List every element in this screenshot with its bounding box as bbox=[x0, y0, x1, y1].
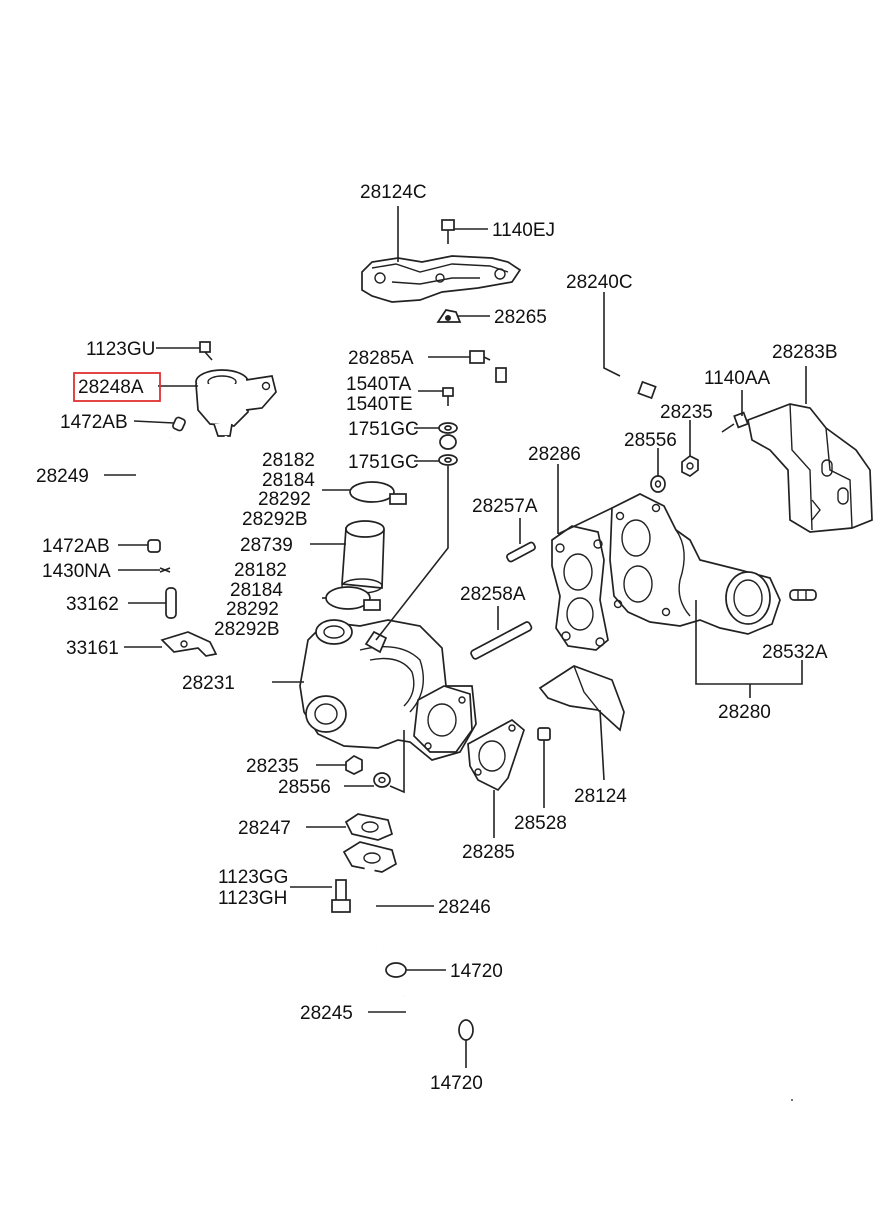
label-28247[interactable]: 28247 bbox=[238, 818, 291, 839]
bolt-1123gg-drawing bbox=[331, 879, 351, 913]
label-1123gg[interactable]: 1123GG bbox=[218, 867, 288, 888]
gasket-28247-drawing bbox=[344, 813, 394, 841]
washer-28556-a-drawing bbox=[650, 475, 666, 493]
clip-28265-drawing bbox=[436, 309, 462, 323]
label-28249[interactable]: 28249 bbox=[36, 466, 89, 487]
label-1123gh[interactable]: 1123GH bbox=[218, 888, 287, 909]
heat-protector-28124-drawing bbox=[538, 665, 625, 732]
actuator-28248a-drawing bbox=[195, 369, 277, 437]
hose-28245-drawing bbox=[397, 991, 460, 1038]
label-28231[interactable]: 28231 bbox=[182, 673, 235, 694]
label-28248a[interactable]: 28248A bbox=[78, 377, 144, 398]
label-28285a[interactable]: 28285A bbox=[348, 348, 414, 369]
gasket-28285-drawing bbox=[467, 718, 525, 792]
label-28532a[interactable]: 28532A bbox=[762, 642, 828, 663]
label-1123gu[interactable]: 1123GU bbox=[86, 339, 155, 360]
leader-lines bbox=[104, 206, 807, 1068]
label-28246[interactable]: 28246 bbox=[438, 897, 491, 918]
washer-28556-b-drawing bbox=[373, 772, 391, 788]
hose-28739-drawing bbox=[341, 520, 385, 594]
label-28235-b[interactable]: 28235 bbox=[246, 756, 299, 777]
label-28182-a[interactable]: 28182 bbox=[262, 450, 315, 471]
bolt-1140ej-drawing bbox=[441, 219, 455, 244]
label-28240c[interactable]: 28240C bbox=[566, 272, 633, 293]
label-1140ej[interactable]: 1140EJ bbox=[492, 220, 555, 241]
label-28739[interactable]: 28739 bbox=[240, 535, 293, 556]
exhaust-manifold-28280-drawing bbox=[609, 493, 781, 635]
label-1751gc-b[interactable]: 1751GC bbox=[348, 452, 419, 473]
stud-28257a-drawing bbox=[506, 541, 536, 563]
oil-pipe-28240c-drawing bbox=[447, 348, 657, 457]
label-28286[interactable]: 28286 bbox=[528, 444, 581, 465]
gasket-28286-drawing bbox=[551, 525, 609, 651]
label-28292b-a[interactable]: 28292B bbox=[242, 509, 308, 530]
heat-shield-28124c-drawing bbox=[361, 255, 522, 303]
label-1472ab-b[interactable]: 1472AB bbox=[42, 536, 110, 557]
label-28556-a[interactable]: 28556 bbox=[624, 430, 677, 451]
clip-1472ab-b-drawing bbox=[147, 539, 161, 553]
stud-28532a-drawing bbox=[789, 589, 817, 601]
label-1472ab-a[interactable]: 1472AB bbox=[60, 412, 128, 433]
part-labels: 28124C 1140EJ 28240C 28265 1123GU 28248A… bbox=[36, 182, 838, 1094]
bolt-28528-drawing bbox=[537, 727, 551, 752]
label-28124c[interactable]: 28124C bbox=[360, 182, 427, 203]
label-1430na[interactable]: 1430NA bbox=[42, 561, 111, 582]
label-28292-b[interactable]: 28292 bbox=[226, 599, 279, 620]
bolt-1123gu-drawing bbox=[199, 341, 213, 361]
stray-dot bbox=[791, 1099, 793, 1101]
bolt-28285a-drawing bbox=[469, 350, 491, 364]
bracket-33161-drawing bbox=[160, 631, 218, 657]
oil-return-pipe-28246-drawing bbox=[342, 841, 398, 948]
label-28556-b[interactable]: 28556 bbox=[278, 777, 331, 798]
bolt-1540ta-drawing bbox=[442, 387, 454, 406]
bracket-28283b-drawing bbox=[747, 403, 873, 533]
label-28257a[interactable]: 28257A bbox=[472, 496, 538, 517]
pin-1430na-drawing bbox=[159, 567, 171, 573]
label-28292b-b[interactable]: 28292B bbox=[214, 619, 280, 640]
banjo-fitting-drawing bbox=[439, 434, 457, 450]
washer-1751gc-b-drawing bbox=[438, 454, 458, 466]
pin-33162-drawing bbox=[165, 587, 177, 619]
label-28184-a[interactable]: 28184 bbox=[262, 470, 315, 491]
label-28184-b[interactable]: 28184 bbox=[230, 580, 283, 601]
label-28182-b[interactable]: 28182 bbox=[234, 560, 287, 581]
label-28235-a[interactable]: 28235 bbox=[660, 402, 713, 423]
clip-1472ab-a-drawing bbox=[172, 416, 186, 432]
label-1540te[interactable]: 1540TE bbox=[346, 394, 413, 415]
actuator-pipe-drawing bbox=[176, 435, 228, 583]
label-33161[interactable]: 33161 bbox=[66, 638, 119, 659]
label-28265[interactable]: 28265 bbox=[494, 307, 547, 328]
label-33162[interactable]: 33162 bbox=[66, 594, 119, 615]
label-1540ta[interactable]: 1540TA bbox=[346, 374, 411, 395]
label-14720-a[interactable]: 14720 bbox=[450, 961, 503, 982]
label-28245[interactable]: 28245 bbox=[300, 1003, 353, 1024]
label-28528[interactable]: 28528 bbox=[514, 813, 567, 834]
label-28258a[interactable]: 28258A bbox=[460, 584, 526, 605]
stud-28258a-drawing bbox=[470, 621, 533, 660]
label-28280[interactable]: 28280 bbox=[718, 702, 771, 723]
clamp-14720-b-drawing bbox=[458, 1019, 474, 1041]
clamp-14720-a-drawing bbox=[385, 962, 407, 978]
label-14720-b[interactable]: 14720 bbox=[430, 1073, 483, 1094]
label-1751gc-a[interactable]: 1751GC bbox=[348, 419, 419, 440]
highlight-box-28248a bbox=[73, 372, 161, 402]
label-28285[interactable]: 28285 bbox=[462, 842, 515, 863]
label-1140aa[interactable]: 1140AA bbox=[704, 368, 771, 389]
clamp-28182-a-drawing bbox=[349, 481, 407, 505]
label-28283b[interactable]: 28283B bbox=[772, 342, 838, 363]
hose-28249-drawing bbox=[133, 434, 173, 522]
label-28292-a[interactable]: 28292 bbox=[258, 489, 311, 510]
turbocharger-28231-drawing bbox=[299, 619, 477, 761]
label-28124[interactable]: 28124 bbox=[574, 786, 627, 807]
nut-28235-b-drawing bbox=[345, 755, 363, 775]
bolt-1140aa-drawing bbox=[721, 411, 749, 433]
nut-28235-a-drawing bbox=[681, 455, 699, 477]
washer-1751gc-a-drawing bbox=[438, 422, 458, 434]
clamp-28182-b-drawing bbox=[325, 586, 381, 611]
